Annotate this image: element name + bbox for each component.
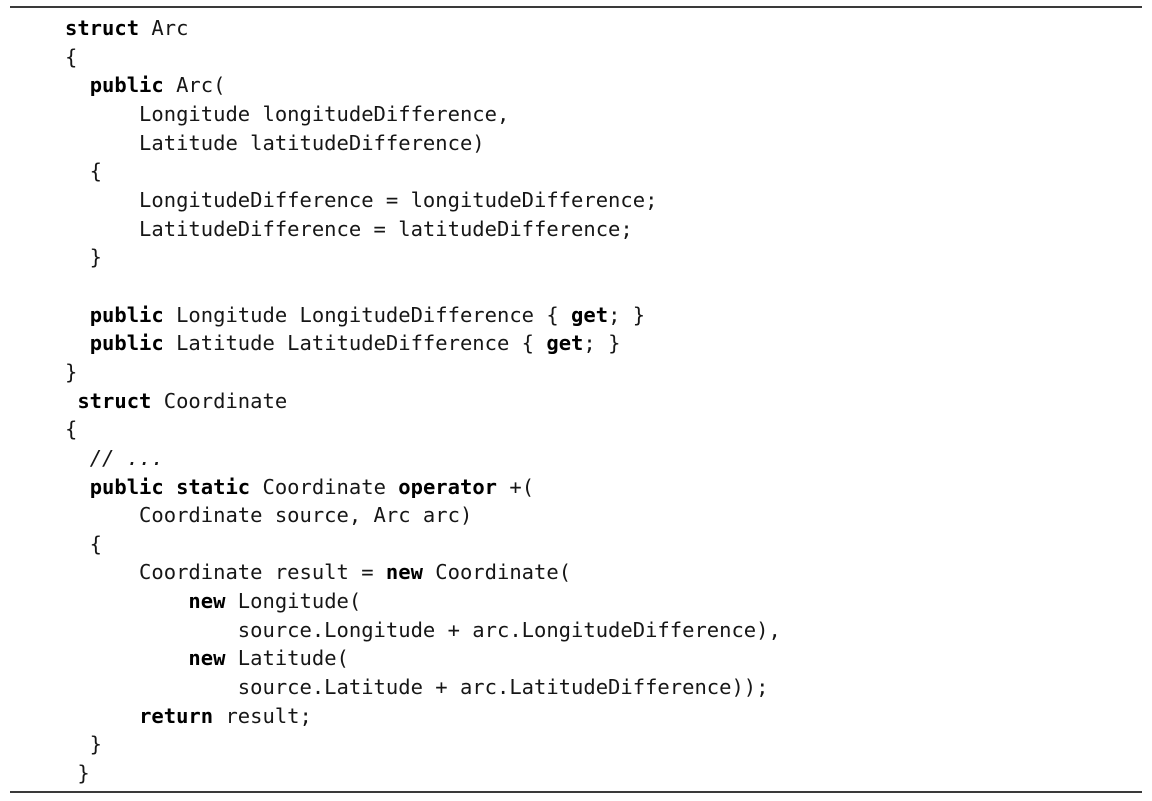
code-line: } bbox=[65, 730, 781, 759]
code-line: struct Coordinate bbox=[65, 387, 781, 416]
code-line: LongitudeDifference = longitudeDifferenc… bbox=[65, 186, 781, 215]
code-token bbox=[65, 646, 188, 670]
code-line: public Latitude LatitudeDifference { get… bbox=[65, 329, 781, 358]
code-token: { bbox=[65, 44, 78, 69]
keyword-token: new bbox=[385, 560, 423, 585]
code-token bbox=[65, 331, 90, 355]
top-rule bbox=[10, 6, 1142, 8]
bottom-rule bbox=[10, 791, 1142, 793]
code-token: ; } bbox=[608, 302, 646, 327]
code-token: Coordinate bbox=[151, 388, 288, 413]
code-line: } bbox=[65, 759, 781, 788]
keyword-token: public bbox=[89, 302, 164, 327]
code-token bbox=[65, 446, 90, 470]
code-line: { bbox=[65, 415, 781, 444]
code-token: Longitude( bbox=[225, 589, 362, 614]
code-line: { bbox=[65, 157, 781, 186]
code-token: Arc bbox=[139, 16, 189, 40]
code-line: public Arc( bbox=[65, 71, 781, 100]
code-line: source.Latitude + arc.LatitudeDifference… bbox=[65, 673, 781, 702]
keyword-token: get bbox=[571, 302, 609, 327]
keyword-token: static bbox=[176, 474, 251, 499]
code-token: Arc( bbox=[163, 73, 226, 98]
code-token: Coordinate result = bbox=[65, 560, 386, 585]
code-token bbox=[65, 704, 139, 728]
code-token: { bbox=[65, 417, 78, 442]
keyword-token: public bbox=[89, 474, 164, 499]
code-token: } bbox=[65, 732, 103, 757]
keyword-token: public bbox=[89, 73, 164, 98]
code-line: Longitude longitudeDifference, bbox=[65, 100, 781, 129]
code-token: source.Longitude + arc.LongitudeDifferen… bbox=[65, 617, 781, 642]
comment-token: // ... bbox=[89, 445, 164, 470]
code-token: LongitudeDifference = longitudeDifferenc… bbox=[65, 187, 658, 212]
code-token: { bbox=[65, 531, 103, 556]
code-line: return result; bbox=[65, 702, 781, 731]
code-token: ; } bbox=[583, 331, 621, 356]
code-line: Coordinate source, Arc arc) bbox=[65, 501, 781, 530]
code-line: { bbox=[65, 530, 781, 559]
code-token: Latitude( bbox=[225, 646, 349, 671]
keyword-token: return bbox=[139, 703, 214, 728]
code-token: { bbox=[65, 159, 103, 184]
code-token bbox=[164, 475, 176, 499]
code-token: LatitudeDifference = latitudeDifference; bbox=[65, 216, 633, 241]
code-line: public static Coordinate operator +( bbox=[65, 473, 781, 502]
code-line bbox=[65, 272, 781, 301]
keyword-token: struct bbox=[65, 16, 140, 40]
code-token: } bbox=[65, 761, 90, 786]
code-listing: struct Arc{ public Arc( Longitude longit… bbox=[65, 14, 781, 788]
code-line: { bbox=[65, 43, 781, 72]
code-token: Coordinate( bbox=[422, 560, 572, 585]
code-token: } bbox=[65, 245, 103, 270]
code-token: } bbox=[65, 359, 78, 384]
code-line: } bbox=[65, 243, 781, 272]
code-line: // ... bbox=[65, 444, 781, 473]
code-token bbox=[65, 389, 77, 413]
code-line: new Longitude( bbox=[65, 587, 781, 616]
keyword-token: public bbox=[89, 331, 164, 356]
code-token: Latitude latitudeDifference) bbox=[65, 130, 485, 155]
code-line: public Longitude LongitudeDifference { g… bbox=[65, 301, 781, 330]
code-line: new Latitude( bbox=[65, 644, 781, 673]
code-token: Longitude longitudeDifference, bbox=[65, 101, 510, 126]
code-line: Coordinate result = new Coordinate( bbox=[65, 558, 781, 587]
code-token: source.Latitude + arc.LatitudeDifference… bbox=[65, 675, 769, 700]
keyword-token: struct bbox=[77, 388, 152, 413]
code-token bbox=[65, 73, 90, 97]
code-line: struct Arc bbox=[65, 14, 781, 43]
code-token: Coordinate source, Arc arc) bbox=[65, 503, 473, 528]
code-token: Longitude LongitudeDifference { bbox=[163, 302, 572, 327]
keyword-token: new bbox=[188, 589, 226, 614]
code-token bbox=[65, 303, 90, 327]
code-token: +( bbox=[497, 474, 535, 499]
code-token bbox=[65, 475, 90, 499]
code-token: Coordinate bbox=[250, 474, 399, 499]
code-line: source.Longitude + arc.LongitudeDifferen… bbox=[65, 616, 781, 645]
keyword-token: operator bbox=[398, 474, 498, 499]
code-token: result; bbox=[213, 703, 312, 728]
code-token bbox=[65, 589, 188, 613]
code-token: Latitude LatitudeDifference { bbox=[163, 331, 547, 356]
code-line: Latitude latitudeDifference) bbox=[65, 129, 781, 158]
code-line: LatitudeDifference = latitudeDifference; bbox=[65, 215, 781, 244]
code-line: } bbox=[65, 358, 781, 387]
keyword-token: get bbox=[546, 331, 584, 356]
keyword-token: new bbox=[188, 646, 226, 671]
